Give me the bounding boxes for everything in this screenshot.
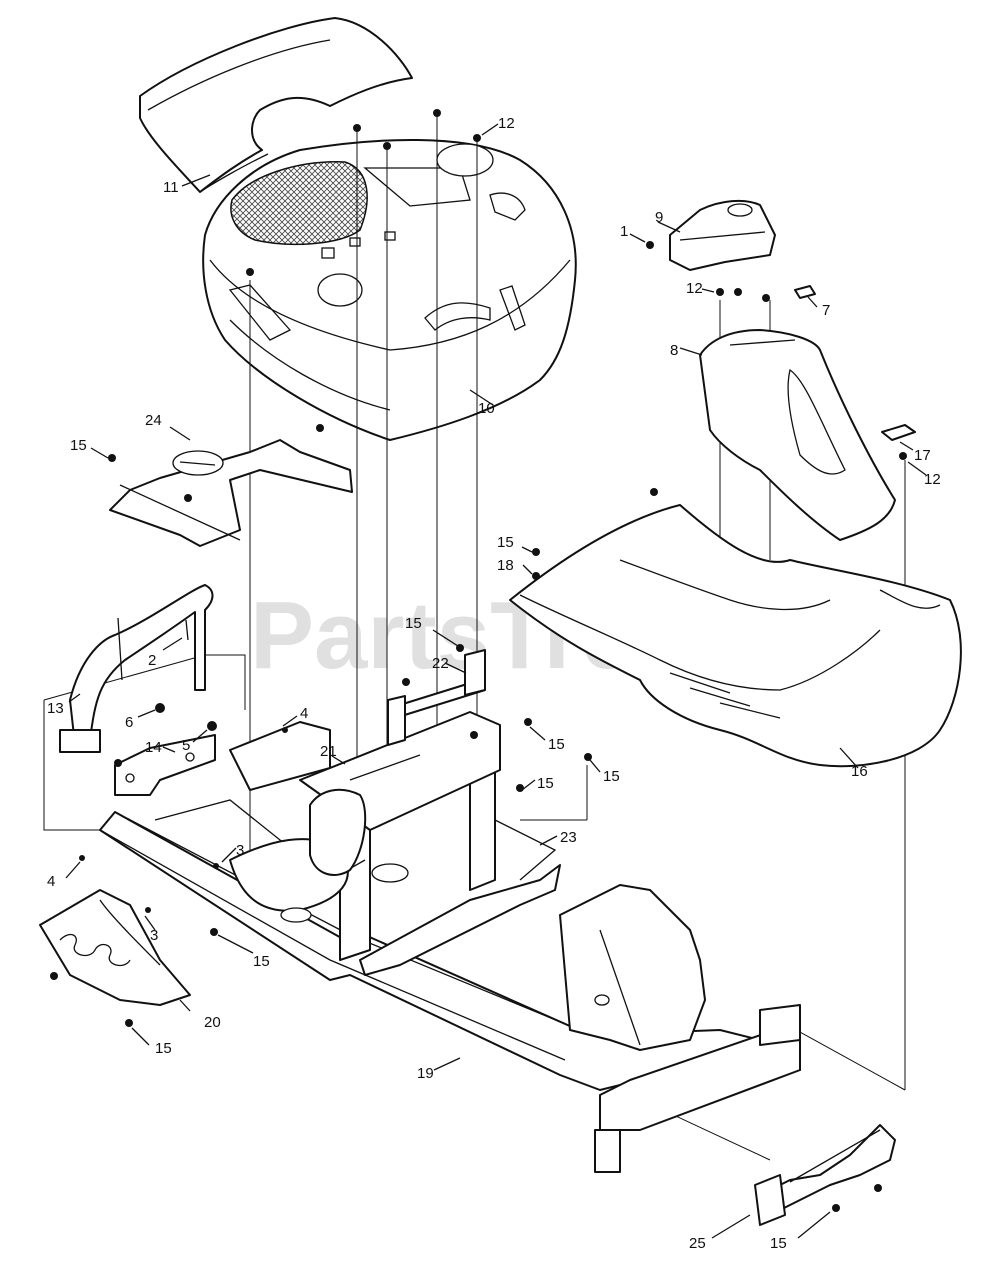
callout-15-i: 15: [770, 1235, 787, 1252]
callout-4-left: 4: [47, 873, 55, 890]
part-16-floor-pan: [509, 504, 962, 768]
part-20-foot-plate: [39, 889, 191, 1006]
fasteners: [50, 109, 907, 1212]
part-13-bracket-rod: [59, 584, 214, 753]
callout-labels: 11 12 10 1 9 12 7 8 17 12 24 15 2 13 6 5…: [47, 115, 941, 1252]
callout-3-top: 3: [236, 842, 244, 859]
callout-7: 7: [822, 302, 830, 319]
part-7-clip: [794, 285, 816, 299]
callout-6: 6: [125, 714, 133, 731]
part-25-front-bumper: [754, 1124, 896, 1226]
callout-15-a: 15: [70, 437, 87, 454]
callout-15-e: 15: [603, 768, 620, 785]
part-23-base-plate: [359, 819, 561, 976]
callout-15-f: 15: [497, 534, 514, 551]
callout-12-top: 12: [498, 115, 515, 132]
part-14-bracket: [114, 734, 216, 796]
callout-22: 22: [432, 655, 449, 672]
callout-24: 24: [145, 412, 162, 429]
callout-19: 19: [417, 1065, 434, 1082]
callout-leaders: [65, 123, 927, 1239]
part-11-hood-cover: [139, 17, 413, 193]
callout-12-mid: 12: [686, 280, 703, 297]
callout-8: 8: [670, 342, 678, 359]
callout-17: 17: [914, 447, 931, 464]
part-19-main-frame: [99, 711, 801, 1173]
callout-15-g: 15: [253, 953, 270, 970]
part-21-seat-bracket: [309, 754, 421, 876]
callout-15-b: 15: [405, 615, 422, 632]
callout-14: 14: [145, 739, 162, 756]
callout-21: 21: [320, 743, 337, 760]
part-17-pad: [881, 424, 916, 441]
callout-12-right: 12: [924, 471, 941, 488]
part-24-cover-plate: [109, 439, 353, 547]
callout-9: 9: [655, 209, 663, 226]
callout-25: 25: [689, 1235, 706, 1252]
callout-18: 18: [497, 557, 514, 574]
callout-1: 1: [620, 223, 628, 240]
callout-11: 11: [163, 179, 179, 196]
callout-15-d: 15: [537, 775, 554, 792]
callout-15-c: 15: [548, 736, 565, 753]
callout-3-bottom: 3: [150, 927, 158, 944]
part-10-body-housing: [202, 139, 577, 441]
callout-16: 16: [851, 763, 868, 780]
callout-10: 10: [478, 400, 495, 417]
callout-23: 23: [560, 829, 577, 846]
callout-20: 20: [204, 1014, 221, 1031]
part-9-dash-cap: [669, 199, 776, 271]
callout-5: 5: [182, 737, 190, 754]
callout-13: 13: [47, 700, 64, 717]
callout-2: 2: [148, 652, 156, 669]
part-8-column-cover: [699, 329, 896, 541]
callout-4-top: 4: [300, 705, 308, 722]
callout-15-h: 15: [155, 1040, 172, 1057]
part-22-support-bar: [387, 649, 486, 746]
